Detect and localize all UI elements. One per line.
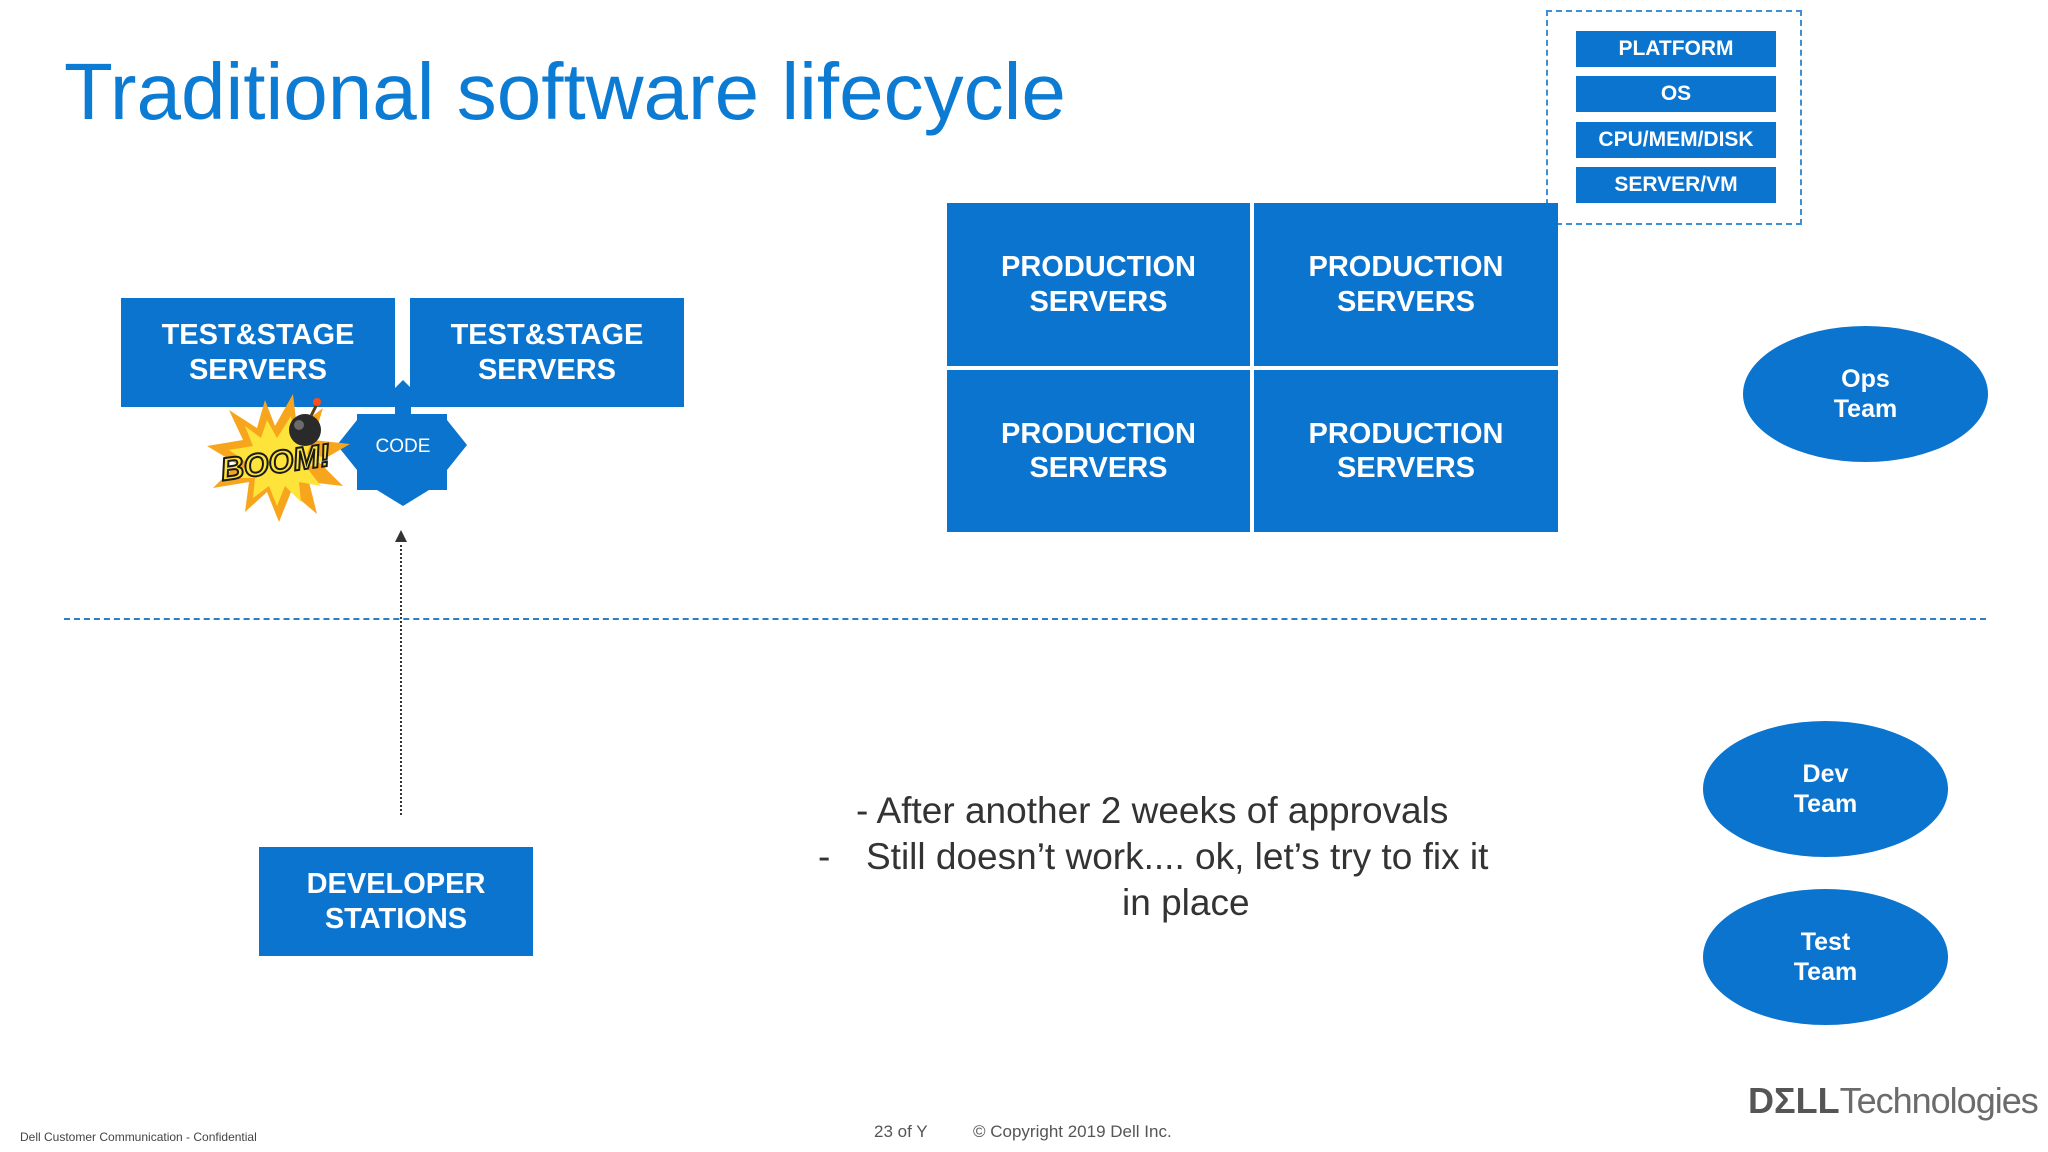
test-team-ellipse: Test Team	[1703, 889, 1948, 1025]
production-servers-box: PRODUCTION SERVERS	[1254, 203, 1558, 366]
dell-technologies-logo: DΣLLTechnologies	[1748, 1080, 2039, 1122]
stack-platform: PLATFORM	[1576, 31, 1776, 67]
production-servers-box: PRODUCTION SERVERS	[1254, 370, 1558, 532]
test-stage-servers-box: TEST&STAGE SERVERS	[410, 298, 684, 407]
production-servers-box: PRODUCTION SERVERS	[947, 370, 1250, 532]
note-line-1: - After another 2 weeks of approvals	[856, 790, 1449, 831]
stack-server-vm: SERVER/VM	[1576, 167, 1776, 203]
environment-separator-line	[64, 618, 1986, 620]
test-stage-servers-box: TEST&STAGE SERVERS	[121, 298, 395, 407]
note-bullet: -	[818, 836, 831, 877]
dev-team-ellipse: Dev Team	[1703, 721, 1948, 857]
code-shape: CODE	[337, 380, 467, 506]
note-line-3: in place	[1122, 882, 1250, 923]
boom-explosion-icon: BOOM!	[207, 394, 350, 522]
copyright-notice: © Copyright 2019 Dell Inc.	[973, 1122, 1172, 1141]
page-number: 23 of Y	[874, 1122, 928, 1141]
stack-legend-frame	[1546, 10, 1802, 225]
note-line-2: Still doesn’t work.... ok, let’s try to …	[866, 836, 1489, 877]
logo-sub: Technologies	[1839, 1080, 2039, 1121]
slide-title: Traditional software lifecycle	[64, 47, 1066, 136]
stack-cpu-mem-disk: CPU/MEM/DISK	[1576, 122, 1776, 158]
ops-team-ellipse: Ops Team	[1743, 326, 1988, 462]
developer-stations-box: DEVELOPER STATIONS	[259, 847, 533, 956]
arrow-head-icon	[395, 530, 407, 542]
boom-label: BOOM!	[218, 437, 332, 488]
code-label: CODE	[376, 436, 431, 457]
production-servers-box: PRODUCTION SERVERS	[947, 203, 1250, 366]
logo-main: DΣLL	[1748, 1080, 1840, 1121]
stack-os: OS	[1576, 76, 1776, 112]
code-flow-arrow	[400, 540, 402, 815]
confidential-notice: Dell Customer Communication - Confidenti…	[20, 1130, 257, 1144]
